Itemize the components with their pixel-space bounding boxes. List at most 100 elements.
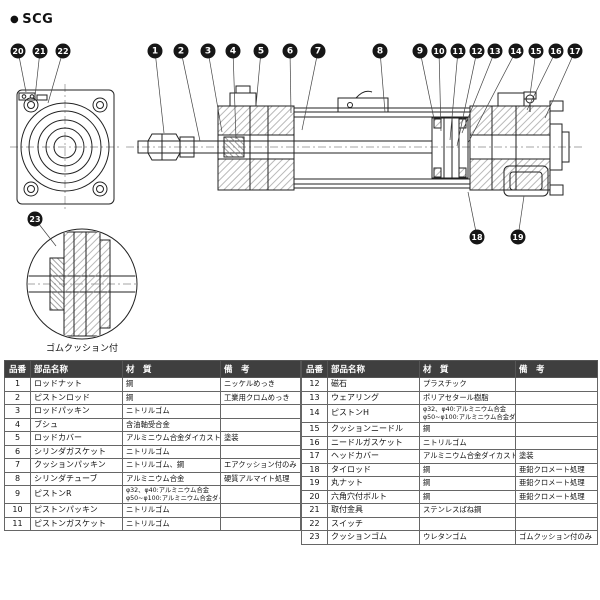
part-name-cell: ピストンR (30, 484, 123, 505)
balloon-number: 19 (512, 233, 524, 242)
note-cell (220, 484, 301, 505)
note-cell (515, 422, 598, 437)
part-name-cell: 磁石 (327, 377, 420, 392)
material-cell: ステンレスばね鋼 (419, 503, 516, 518)
part-name-cell: 取付金具 (327, 503, 420, 518)
mounting-bracket-detail (18, 92, 48, 101)
detail-view (26, 228, 138, 340)
foot-bracket (503, 165, 549, 197)
callout-3: 3 (200, 43, 223, 133)
part-no-cell: 7 (4, 458, 31, 473)
note-cell (515, 516, 598, 532)
material-cell: 鋼 (419, 476, 516, 491)
front-view (10, 84, 121, 210)
part-name-cell: クッションパッキン (30, 458, 123, 473)
note-cell (220, 503, 301, 518)
balloon-circle (469, 229, 485, 245)
part-name-cell: ピストンH (327, 403, 420, 424)
part-no-cell: 12 (301, 377, 328, 392)
balloon-number: 7 (315, 47, 321, 57)
part-no-cell: 1 (4, 377, 31, 392)
part-no-cell: 22 (301, 516, 328, 532)
balloon-number: 6 (287, 47, 293, 57)
material-cell: プラスチック (419, 377, 516, 392)
part-name-cell: スイッチ (327, 516, 420, 532)
balloon-number: 2 (178, 47, 184, 57)
part-no-cell: 8 (4, 471, 31, 486)
balloon-number: 1 (152, 47, 158, 57)
balloon-circle (55, 43, 71, 59)
balloon-number: 8 (377, 47, 383, 57)
callout-5: 5 (253, 43, 269, 107)
part-no-cell: 13 (301, 390, 328, 405)
part-name-cell: 丸ナット (327, 476, 420, 491)
balloon-circle (469, 43, 485, 59)
note-cell (220, 417, 301, 432)
callout-11: 11 (449, 43, 466, 141)
note-cell: 工業用クロムめっき (220, 390, 301, 405)
column-header: 品番 (4, 360, 31, 378)
column-header: 部品名称 (30, 360, 123, 378)
note-cell (515, 390, 598, 405)
balloon-number: 16 (550, 47, 562, 56)
column-header: 備 考 (220, 360, 301, 378)
note-cell (515, 435, 598, 451)
part-no-cell: 21 (301, 503, 328, 518)
part-no-cell: 10 (4, 503, 31, 518)
part-no-cell: 4 (4, 417, 31, 432)
balloon-circle (200, 43, 216, 59)
note-cell (220, 404, 301, 419)
part-name-cell: ピストンロッド (30, 390, 123, 405)
callout-15: 15 (528, 43, 544, 96)
balloon-number: 9 (417, 47, 423, 57)
balloon-circle (32, 43, 48, 59)
material-cell: ニトリルゴム (419, 435, 516, 451)
material-cell: 含油軸受合金 (122, 417, 221, 432)
part-name-cell: ピストンガスケット (30, 516, 123, 532)
note-cell: 硬質アルマイト処理 (220, 471, 301, 486)
note-cell: 塗装 (220, 431, 301, 446)
balloon-circle (253, 43, 269, 59)
material-cell (419, 516, 516, 532)
callout-8: 8 (372, 43, 388, 113)
balloon-circle (372, 43, 388, 59)
part-name-cell: ロッドパッキン (30, 404, 123, 419)
callout-6: 6 (282, 43, 298, 114)
part-no-cell: 6 (4, 444, 31, 459)
material-cell: ニトリルゴム、鋼 (122, 458, 221, 473)
part-name-cell: タイロッド (327, 462, 420, 478)
material-cell: 鋼 (419, 422, 516, 437)
callout-19: 19 (510, 195, 526, 245)
callout-16: 16 (526, 43, 564, 111)
note-cell: 亜鉛クロメート処理 (515, 476, 598, 491)
callout-21: 21 (32, 43, 48, 98)
note-cell: エアクッション付のみ (220, 458, 301, 473)
part-no-cell: 15 (301, 422, 328, 437)
balloon-number: 15 (530, 47, 542, 56)
balloon-number: 23 (29, 215, 40, 224)
part-no-cell: 9 (4, 484, 31, 505)
material-cell: 鋼 (122, 390, 221, 405)
note-cell: 亜鉛クロメート処理 (515, 489, 598, 505)
page-title: ●SCG (10, 12, 53, 27)
material-cell: 鋼 (122, 377, 221, 392)
balloon-number: 5 (258, 47, 264, 57)
balloon-number: 14 (510, 47, 522, 56)
callout-20: 20 (10, 43, 27, 93)
balloon-number: 3 (205, 47, 211, 57)
callout-22: 22 (47, 43, 71, 104)
balloon-circle (310, 43, 326, 59)
